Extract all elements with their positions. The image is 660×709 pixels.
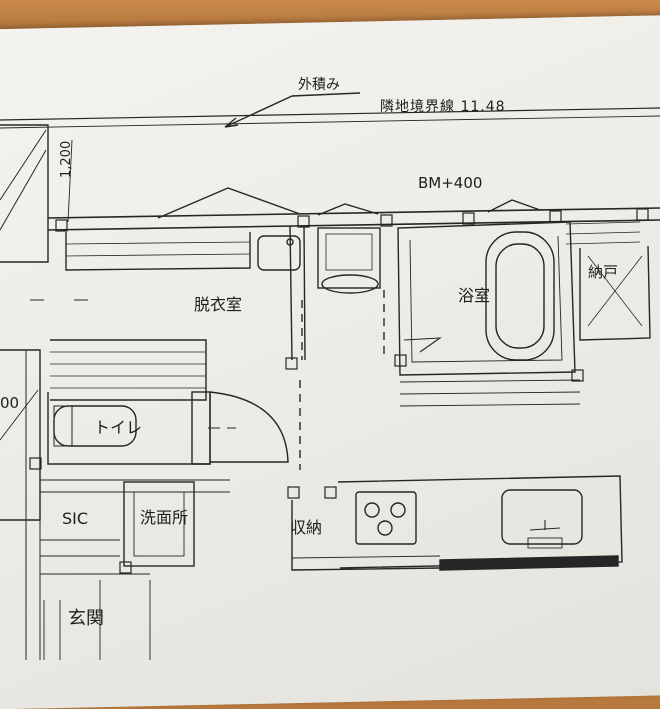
dressing-room-wall xyxy=(65,232,251,271)
room-label-sic: SIC xyxy=(62,509,89,528)
boundary-line xyxy=(0,107,660,121)
room-label-washroom: 洗面所 xyxy=(140,508,189,527)
left-wall xyxy=(0,124,49,263)
outer-label: 外積み xyxy=(298,77,340,93)
floor-plan-drawing xyxy=(0,92,660,660)
bathtub xyxy=(485,231,555,361)
senmenjo-counter xyxy=(123,481,195,567)
dimension-line xyxy=(67,139,73,223)
room-label-storage-closet: 収納 xyxy=(290,518,323,537)
room-label-bath: 浴室 xyxy=(458,286,491,305)
room-label-toilet: トイレ xyxy=(94,418,143,437)
bathroom-wall xyxy=(397,221,576,376)
partial-dimension: 00 xyxy=(0,394,20,412)
storage-room-wall xyxy=(579,245,651,341)
boundary-line-inner xyxy=(0,115,660,129)
room-label-storage: 納戸 xyxy=(588,263,619,281)
boundary-label: 隣地境界線 11.48 xyxy=(380,99,506,115)
vertical-dimension: 1,200 xyxy=(59,140,74,178)
toilet-door-swing xyxy=(209,391,289,463)
exterior-wall-top xyxy=(47,207,660,219)
columns xyxy=(29,208,649,574)
room-label-dressing: 脱衣室 xyxy=(194,295,243,314)
washbasin xyxy=(257,235,301,271)
kitchen-sink xyxy=(501,489,583,545)
cooktop xyxy=(355,491,417,545)
bm-label: BM+400 xyxy=(418,174,483,192)
outer-label-leader xyxy=(224,95,293,128)
room-label-entrance: 玄関 xyxy=(68,608,104,629)
washing-machine xyxy=(317,227,381,289)
